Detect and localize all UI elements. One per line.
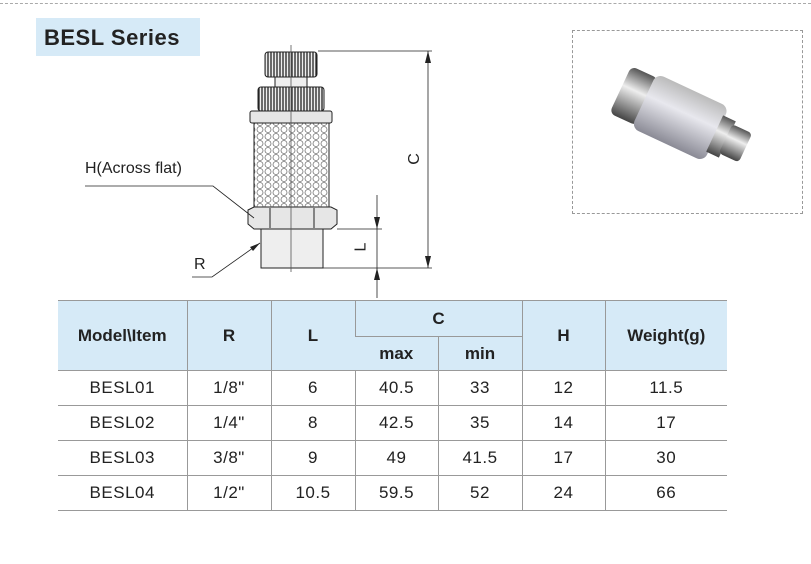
cell-cmin: 33 [437,370,522,406]
header-c-min: min [437,336,522,371]
cell-h: 17 [521,440,605,476]
cell-weight: 11.5 [604,370,727,406]
header-model: Model\Item [58,300,187,371]
cell-h: 24 [521,475,605,511]
cell-weight: 17 [604,405,727,441]
cell-weight: 30 [604,440,727,476]
cell-cmax: 59.5 [354,475,438,511]
cell-model: BESL01 [58,370,187,406]
technical-drawing [85,45,432,298]
cell-cmin: 35 [437,405,522,441]
cell-r: 1/8" [186,370,271,406]
cell-h: 12 [521,370,605,406]
header-l: L [270,300,355,371]
label-c: C [405,153,423,165]
label-l: L [352,242,370,252]
header-weight: Weight(g) [604,300,727,371]
cell-h: 14 [521,405,605,441]
label-r: R [194,256,206,273]
header-c: C [354,300,522,337]
spec-table: Model\Item R L C H Weight(g) max min BES… [58,300,727,511]
cell-model: BESL02 [58,405,187,441]
cell-cmax: 42.5 [354,405,438,441]
cell-weight: 66 [604,475,727,511]
header-r: R [186,300,271,371]
cell-l: 6 [270,370,355,406]
label-across-flat: H(Across flat) [85,160,182,177]
series-title: BESL Series [36,18,200,56]
cell-model: BESL03 [58,440,187,476]
product-photo [572,30,803,214]
cell-cmax: 40.5 [354,370,438,406]
cell-r: 1/4" [186,405,271,441]
cell-r: 3/8" [186,440,271,476]
thread-r [260,228,324,269]
cell-cmax: 49 [354,440,438,476]
cell-l: 9 [270,440,355,476]
cell-cmin: 41.5 [437,440,522,476]
cell-l: 10.5 [270,475,355,511]
header-c-max: max [355,336,438,371]
hex-body [247,206,338,230]
header-h: H [521,300,605,371]
cell-model: BESL04 [58,475,187,511]
divider [0,3,811,4]
cell-l: 8 [270,405,355,441]
cell-r: 1/2" [186,475,271,511]
sintered-element [253,122,330,208]
cell-cmin: 52 [437,475,522,511]
